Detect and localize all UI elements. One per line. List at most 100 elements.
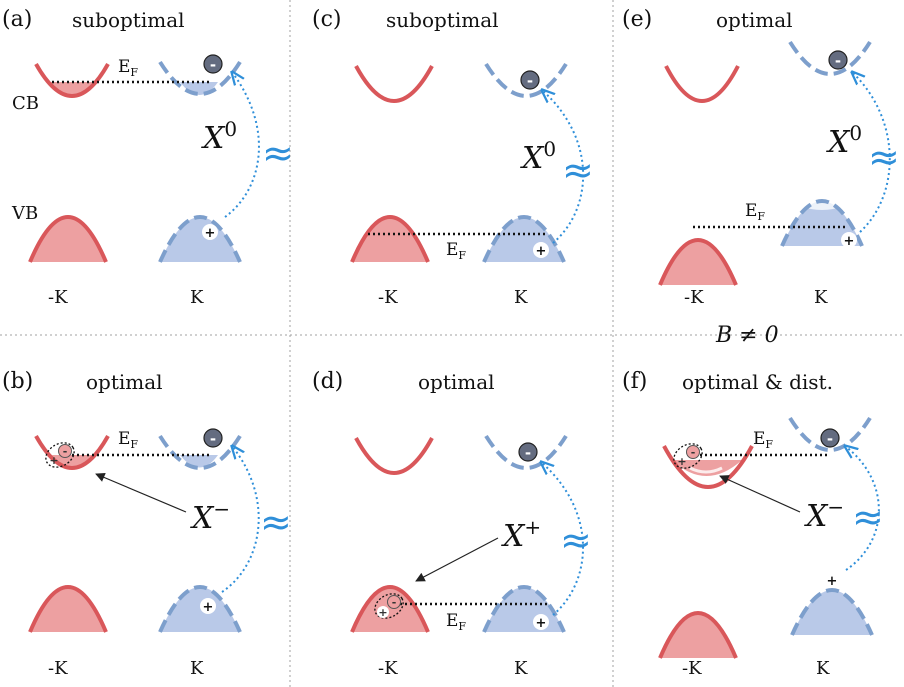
trion-arrow <box>95 472 187 513</box>
panel-a: (a) suboptimal CB VB EF - + ≈ X0 -K K <box>2 7 294 308</box>
valley-label-minus-k: -K <box>48 658 68 679</box>
panel-f: (f) optimal & dist. EF - + - + ≈ X− -K K <box>622 369 884 679</box>
panel-title: optimal <box>86 370 163 394</box>
valley-label-minus-k: -K <box>378 658 398 679</box>
hole-symbol: + <box>827 574 838 589</box>
minus-k-cb-fill <box>672 460 742 476</box>
valley-label-minus-k: -K <box>682 658 702 679</box>
panel-title: suboptimal <box>72 8 185 32</box>
electron-symbol: - <box>827 430 833 448</box>
minus-k-conduction-band <box>662 445 754 489</box>
panel-tag: (c) <box>312 7 342 32</box>
hole <box>841 232 857 248</box>
trion-hole-symbol: + <box>677 455 686 468</box>
photon-wave-icon: ≈ <box>560 518 592 562</box>
valley-label-minus-k: -K <box>684 287 704 308</box>
landau-level <box>806 188 838 195</box>
panel-title: optimal <box>418 370 495 394</box>
electron-symbol: - <box>835 52 841 70</box>
trion-hole <box>377 606 389 618</box>
magnetic-field-label: B ≠ 0 <box>715 323 779 348</box>
trion-ellipse <box>374 593 404 619</box>
minus-k-conduction-band <box>34 435 110 470</box>
landau-level <box>689 466 723 474</box>
hole-symbol: + <box>205 226 216 241</box>
panel-b: (b) optimal EF - + - + ≈ X− -K K <box>2 369 292 679</box>
electron-symbol: - <box>525 444 531 462</box>
trion-arrow <box>719 475 801 513</box>
panel-tag: (e) <box>622 7 652 32</box>
fermi-label: EF <box>446 611 466 633</box>
fermi-label: EF <box>118 57 138 79</box>
k-valence-band <box>780 199 864 247</box>
trion-hole-symbol: + <box>49 454 58 467</box>
fermi-label: EF <box>753 429 773 451</box>
panel-tag: (f) <box>622 369 647 394</box>
exciton-label: X+ <box>501 515 541 554</box>
hole <box>533 242 549 258</box>
panel-title: optimal & dist. <box>682 370 833 394</box>
minus-k-valence-outline <box>658 611 738 659</box>
panel-d: (d) optimal EF - + - + ≈ X+ -K K <box>312 369 592 679</box>
vb-label: VB <box>11 203 38 224</box>
electron <box>518 442 538 462</box>
valley-label-k: K <box>814 287 828 308</box>
electron <box>203 54 223 74</box>
fermi-label: EF <box>446 240 466 262</box>
electron-symbol: - <box>210 56 216 74</box>
electron <box>828 50 848 70</box>
electron-symbol: - <box>210 430 216 448</box>
trion-electron-symbol: - <box>63 445 68 458</box>
hole-symbol: + <box>536 616 547 631</box>
electron <box>520 70 540 90</box>
panel-e: (e) optimal EF - + ≈ X0 -K K B ≠ 0 <box>622 7 900 348</box>
exciton-label: X0 <box>201 117 237 156</box>
k-valence-band <box>158 585 242 633</box>
hole-symbol: + <box>844 234 855 249</box>
exciton-label: X0 <box>826 121 862 160</box>
minus-k-valence-outline <box>350 585 430 633</box>
minus-k-valence-outline <box>28 215 108 263</box>
minus-k-valence-outline <box>350 215 430 263</box>
hole <box>200 598 216 614</box>
panel-tag: (d) <box>312 369 343 394</box>
valley-label-k: K <box>190 287 204 308</box>
minus-k-conduction-band <box>664 65 740 103</box>
minus-k-valence-outline <box>28 585 108 633</box>
k-valence-band <box>482 215 566 263</box>
hole <box>202 224 218 240</box>
electron <box>203 428 223 448</box>
k-valence-band <box>482 585 566 633</box>
photon-wave-icon: ≈ <box>562 148 594 192</box>
photon-wave-icon: ≈ <box>868 135 900 179</box>
panel-title: optimal <box>716 8 793 32</box>
trion-electron <box>58 444 72 458</box>
valley-label-minus-k: -K <box>378 287 398 308</box>
photon-wave-icon: ≈ <box>262 131 294 175</box>
valley-label-k: K <box>190 658 204 679</box>
panel-tag: (b) <box>2 369 33 394</box>
minus-k-valence-outline <box>658 238 738 286</box>
panel-tag: (a) <box>2 7 32 32</box>
excitation-path <box>845 446 880 571</box>
trion-electron <box>387 595 401 609</box>
exciton-label: X0 <box>520 137 556 176</box>
valley-label-k: K <box>816 658 830 679</box>
electron-symbol: - <box>527 72 533 90</box>
fermi-label: EF <box>745 201 765 223</box>
trion-electron-symbol: - <box>691 446 696 459</box>
k-valence-band <box>158 215 242 263</box>
k-cb-fill <box>180 455 218 468</box>
excitation-path <box>221 446 260 593</box>
photon-wave-icon: ≈ <box>260 500 292 544</box>
k-valence-band <box>790 588 874 636</box>
hole-symbol: + <box>203 600 214 615</box>
panel-title: suboptimal <box>386 8 499 32</box>
fermi-label: EF <box>118 429 138 451</box>
valley-label-k: K <box>514 658 528 679</box>
hole <box>533 614 549 630</box>
trion-electron-symbol: - <box>392 596 397 609</box>
trion-ellipse <box>673 443 703 469</box>
valley-label-k: K <box>514 287 528 308</box>
